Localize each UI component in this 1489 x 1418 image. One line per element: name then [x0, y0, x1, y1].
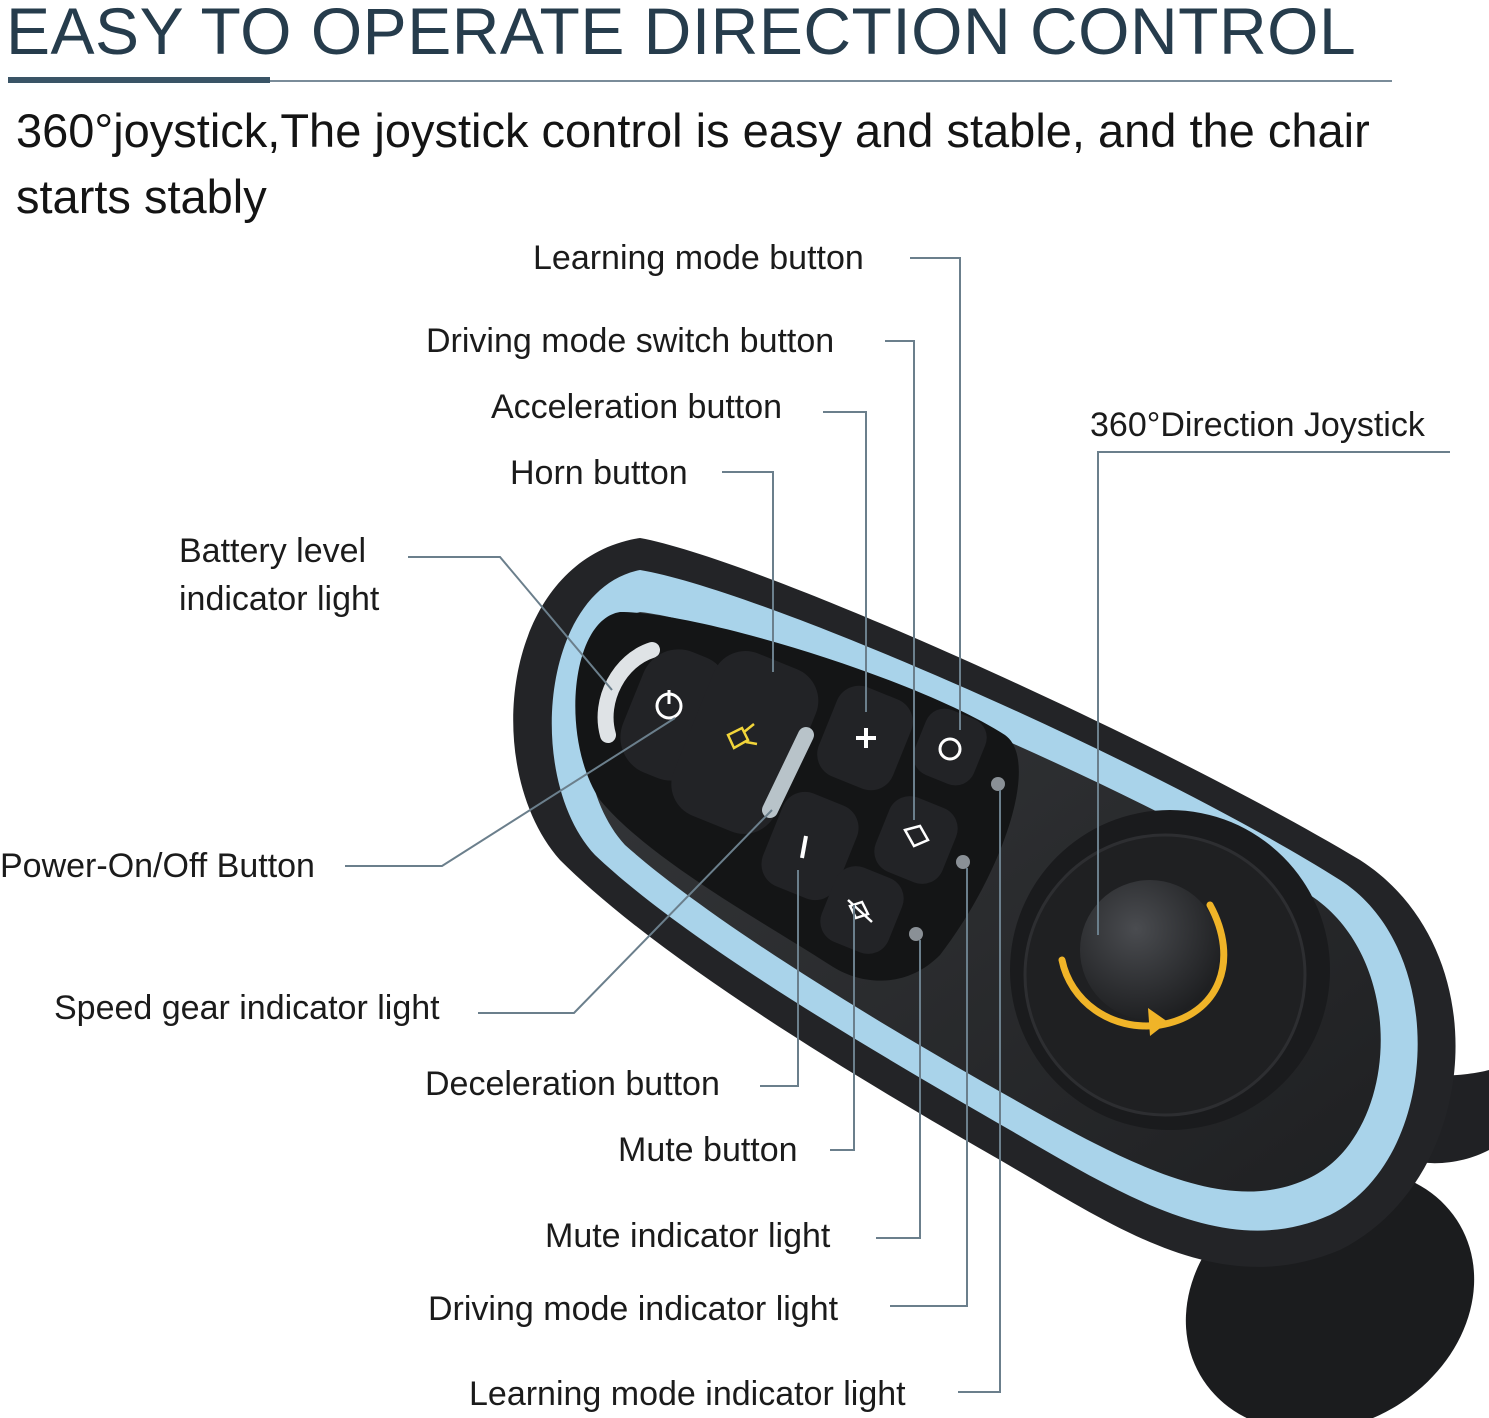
- label-driving-mode-indicator: Driving mode indicator light: [428, 1290, 839, 1328]
- driving-mode-switch-button: [874, 796, 958, 884]
- subtitle: 360°joystick,The joystick control is eas…: [16, 104, 1370, 223]
- label-acceleration-button: Acceleration button: [491, 388, 783, 426]
- label-speed-gear-indicator: Speed gear indicator light: [54, 989, 440, 1027]
- page-title: EASY TO OPERATE DIRECTION CONTROL: [6, 0, 1357, 68]
- label-horn-button: Horn button: [510, 454, 688, 492]
- label-power-button: Power-On/Off Button: [0, 847, 315, 885]
- leader-battery-level: [408, 556, 613, 691]
- leader-acceleration-button: [823, 411, 867, 712]
- title-underline: [8, 80, 1392, 82]
- leader-speed-gear: [478, 809, 773, 1014]
- label-joystick: 360°Direction Joystick: [1090, 406, 1425, 444]
- leader-learning-mode-button: [910, 257, 961, 730]
- leader-power-button: [345, 717, 676, 867]
- label-mute-indicator: Mute indicator light: [545, 1217, 831, 1255]
- leader-driving-mode-switch-button: [885, 340, 915, 820]
- leader-lines: [345, 257, 1450, 1393]
- leader-driving-mode-indicator: [890, 868, 968, 1307]
- leader-learning-mode-indicator: [958, 790, 1001, 1393]
- label-battery-level-line1: Battery level: [179, 532, 367, 570]
- learning-mode-button: [913, 708, 987, 786]
- driving-mode-indicator-light: [956, 855, 970, 869]
- speed-gear-indicator: [762, 727, 814, 818]
- label-mute-button: Mute button: [618, 1131, 798, 1169]
- mute-button: [820, 866, 904, 954]
- deceleration-button: [761, 791, 859, 901]
- label-battery-level-line2: indicator light: [179, 580, 380, 618]
- leader-joystick: [1097, 451, 1450, 935]
- mute-indicator-light: [909, 927, 923, 941]
- acceleration-button: [817, 685, 913, 791]
- leader-horn-button: [722, 471, 774, 672]
- leader-deceleration-button: [760, 870, 799, 1087]
- label-driving-mode-switch-button: Driving mode switch button: [426, 322, 835, 360]
- label-battery-level-indicator: Battery level indicator light: [179, 527, 379, 623]
- leader-mute-button: [830, 905, 855, 1151]
- leader-mute-indicator: [876, 940, 921, 1239]
- label-learning-mode-button: Learning mode button: [533, 239, 864, 277]
- title-underline-accent: [8, 77, 270, 83]
- learning-mode-indicator-light: [991, 777, 1005, 791]
- label-learning-mode-indicator: Learning mode indicator light: [469, 1375, 906, 1413]
- label-deceleration-button: Deceleration button: [425, 1065, 720, 1103]
- joystick: [1010, 810, 1330, 1130]
- battery-level-indicator: [597, 642, 660, 743]
